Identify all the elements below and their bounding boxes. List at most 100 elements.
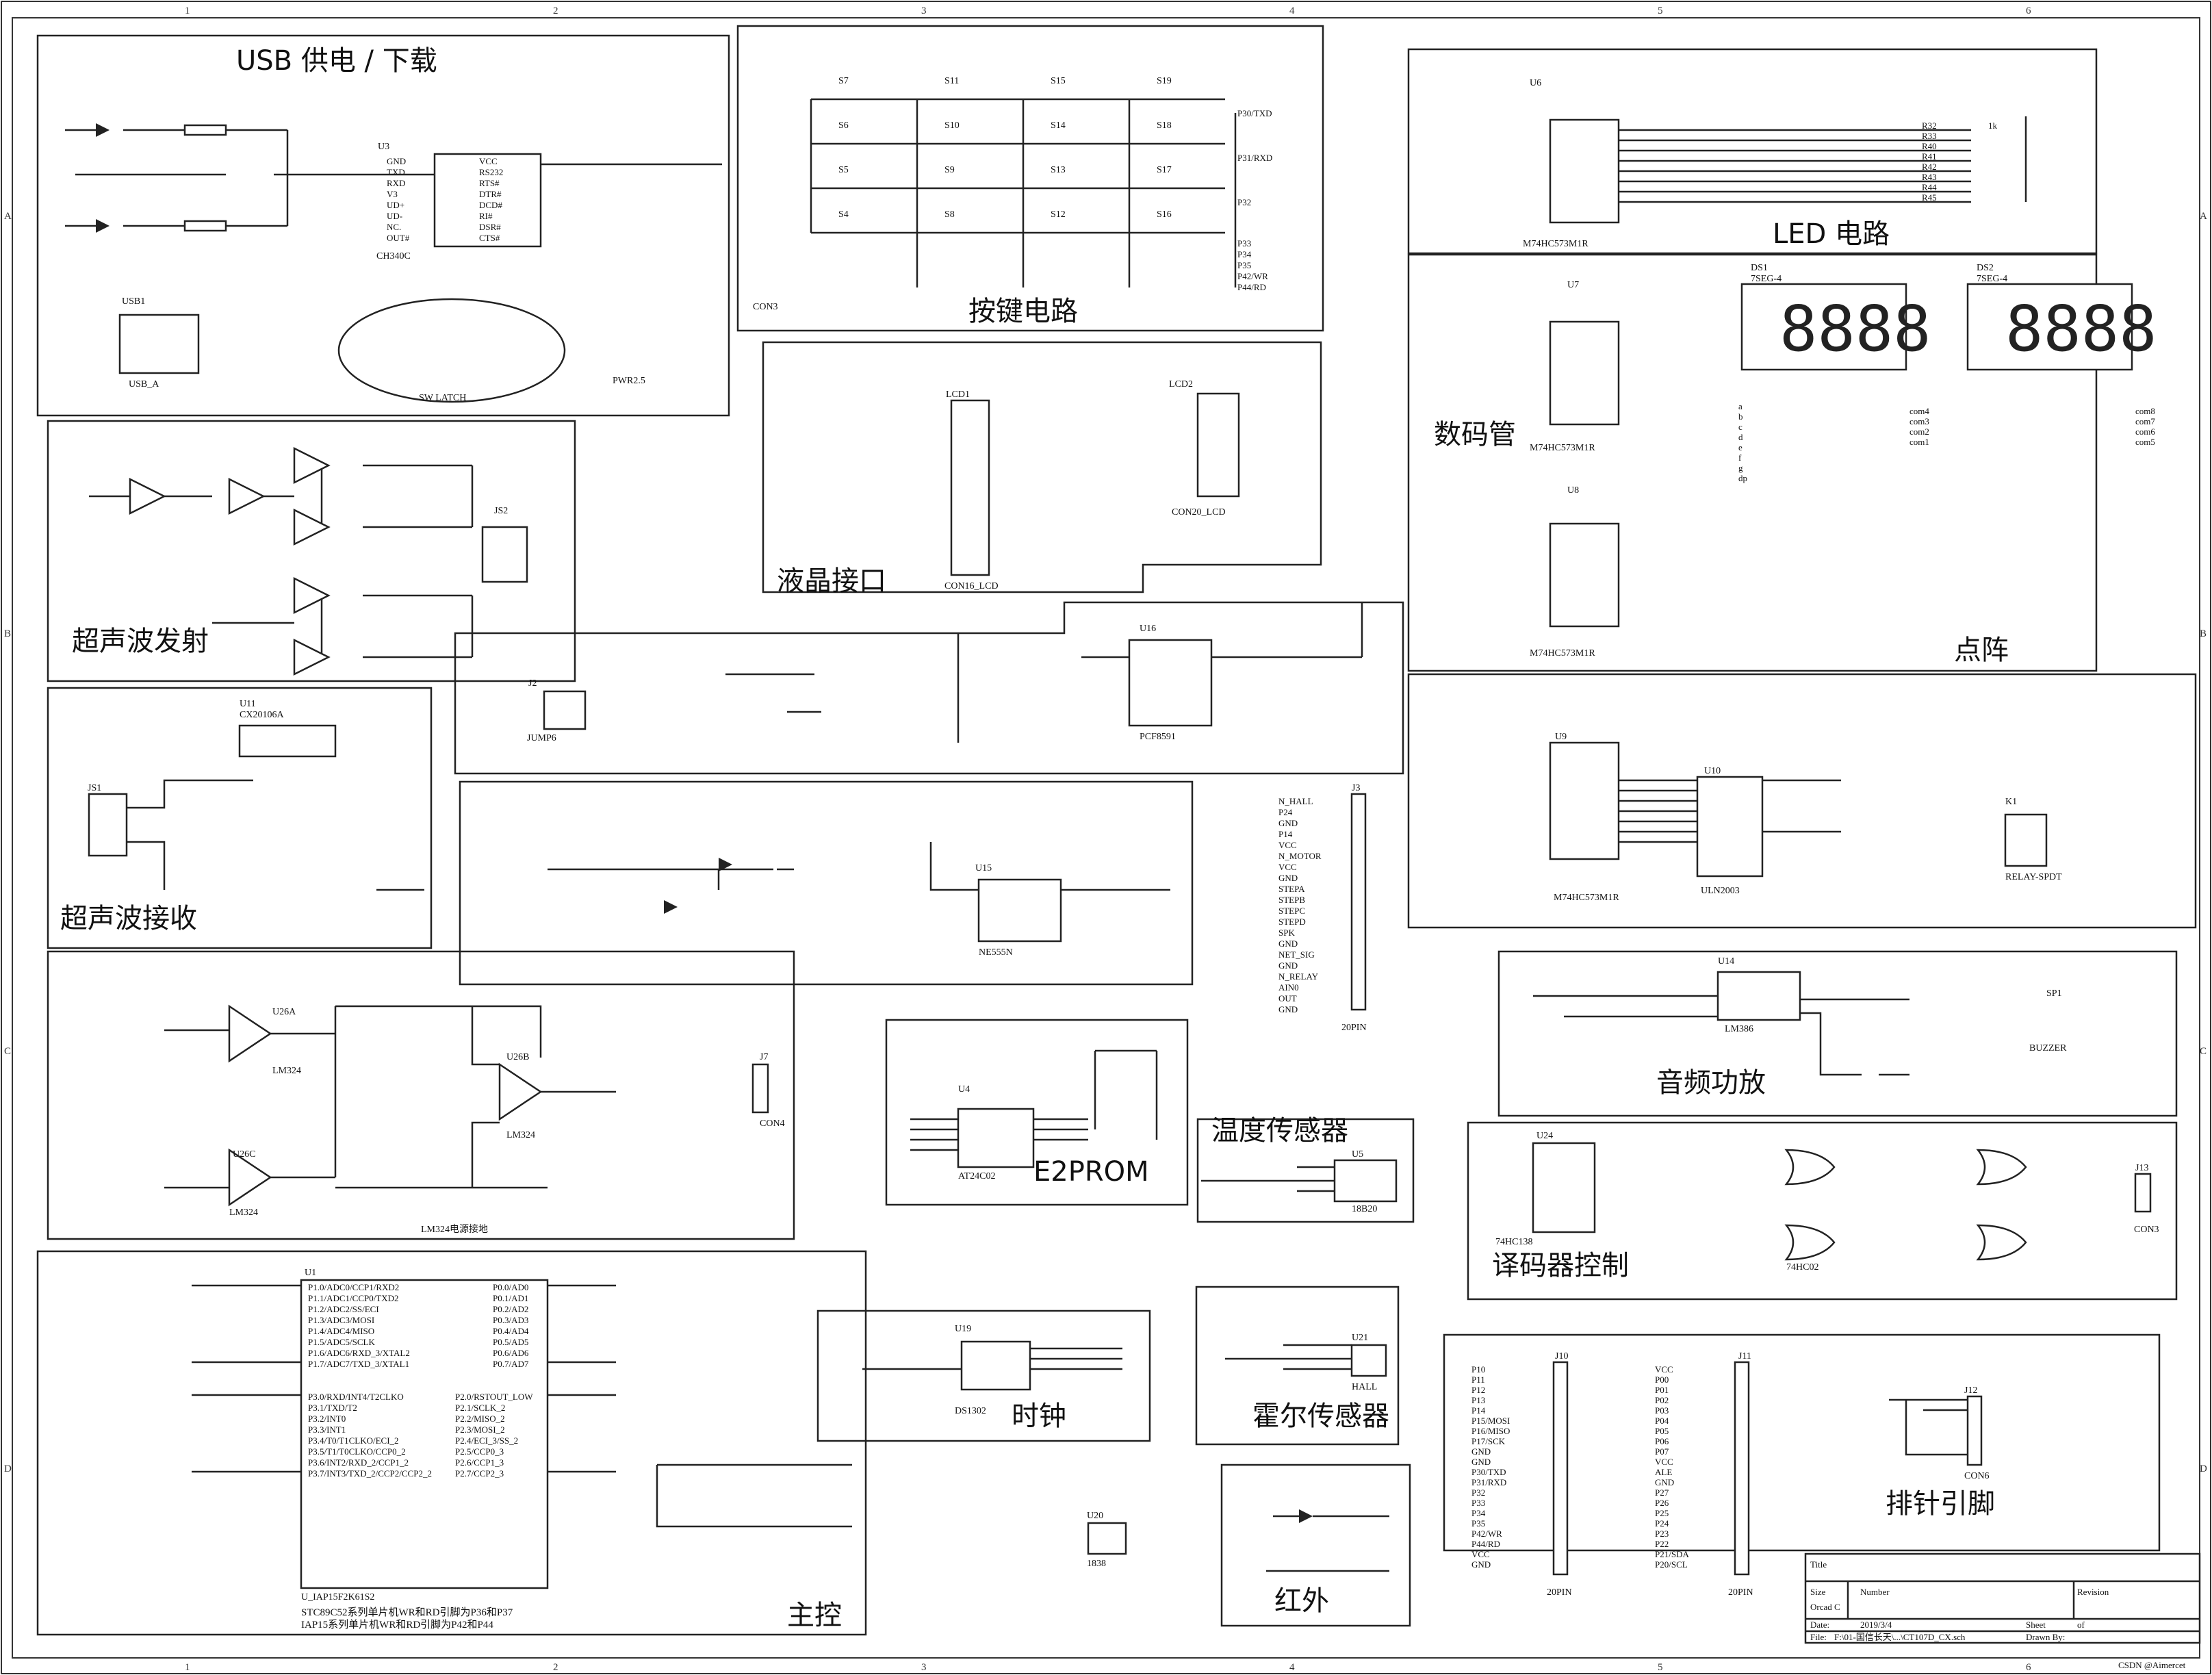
- inverter-u18e: [293, 576, 331, 615]
- inverter-u18c: [228, 477, 266, 515]
- ch340-pin-nc: NC.: [387, 222, 401, 232]
- seg-net-com8: com8: [2135, 406, 2155, 416]
- grid-row-b2: B: [2200, 628, 2207, 639]
- main-wires: [192, 1284, 852, 1528]
- key-row-3: S4 S8 S12 S16: [838, 209, 1172, 220]
- lm324-wires: [164, 1005, 616, 1189]
- u5-part: 18B20: [1352, 1204, 1377, 1214]
- j3-pin-11: STEPC: [1278, 906, 1305, 916]
- key-s13: S13: [1051, 165, 1066, 175]
- opamp-u26c: [228, 1148, 272, 1207]
- key-net-p33: P33: [1237, 238, 1251, 248]
- grid-col-4: 4: [1289, 5, 1295, 16]
- mcu-chip: [300, 1279, 549, 1589]
- j12-wires: [1889, 1398, 1968, 1456]
- key-net-p42: P42/WR: [1237, 271, 1268, 281]
- sw-latch-ellipse: [337, 298, 566, 403]
- mcu-pin-p34: P3.4/T0/T1CLKO/ECI_2: [308, 1435, 399, 1446]
- watermark: CSDN @Aimercet: [2118, 1660, 2186, 1670]
- headers-title: 排针引脚: [1886, 1488, 1995, 1520]
- key-s10: S10: [944, 120, 960, 131]
- lcd1-connector: [950, 399, 990, 576]
- j11-pin-3: P01: [1655, 1385, 1669, 1395]
- j10-pin-2: P11: [1471, 1374, 1485, 1385]
- ch340-pin-dsr: DSR#: [479, 222, 501, 232]
- usb-section: USB 供电 / 下载 U3 CH340C GND TXD RXD V3 UD+…: [36, 34, 730, 417]
- grid-row-d2: D: [2200, 1463, 2207, 1474]
- lcd1-part: CON16_LCD: [944, 581, 999, 591]
- us-tx-border: [47, 420, 576, 682]
- led-section-title: LED 电路: [1773, 218, 1890, 250]
- lm324-caption: LM324电源接地: [421, 1223, 488, 1235]
- mcu-pin-p02: P0.2/AD2: [493, 1304, 528, 1314]
- u11-part: CX20106A: [240, 710, 284, 720]
- mcu-pin-p22: P2.2/MISO_2: [455, 1414, 505, 1424]
- sw-latch-label: SW LATCH: [419, 393, 466, 403]
- inverter-u18a: [293, 446, 331, 485]
- lcd2-connector: [1196, 392, 1240, 498]
- key-s9: S9: [944, 165, 955, 175]
- grid-row-d: D: [4, 1463, 12, 1474]
- j13-connector: [2134, 1173, 2152, 1213]
- j3-pin-8: GND: [1278, 873, 1298, 883]
- lcd1-ref: LCD1: [946, 389, 970, 400]
- j11-pin-8: P06: [1655, 1436, 1669, 1446]
- drawn-label: Drawn By:: [2026, 1632, 2065, 1642]
- j3-pin-15: NET_SIG: [1278, 949, 1315, 960]
- headers-border: [1443, 1333, 2161, 1552]
- grid-col-2b: 2: [553, 1662, 558, 1673]
- adc-wires: [725, 602, 1363, 743]
- cx20106-chip: [238, 724, 337, 758]
- lm324-section-border: [47, 950, 795, 1240]
- inverter-u18d: [293, 508, 331, 546]
- decoder-title: 译码器控制: [1492, 1250, 1629, 1281]
- keys-section: 按键电路 S7 S11 S15 S19 S6 S10 S14 S18 S5 S9…: [736, 25, 1324, 332]
- j3-pin-10: STEPB: [1278, 895, 1305, 905]
- key-s8: S8: [944, 209, 955, 220]
- temp-wires: [1201, 1166, 1335, 1192]
- clock-wires: [862, 1347, 1122, 1370]
- u5-ref: U5: [1352, 1149, 1363, 1160]
- uln-section: U9 M74HC573M1R U10 ULN2003 K1 RELAY-SPDT: [1407, 673, 2197, 929]
- u24-ref: U24: [1536, 1131, 1553, 1141]
- j13-ref: J13: [2135, 1163, 2148, 1173]
- j11-pin-19: P21/SDA: [1655, 1549, 1689, 1559]
- u26a-part: LM324: [272, 1066, 301, 1076]
- decoder-border: [1467, 1121, 2178, 1301]
- j10-pin-11: P30/TXD: [1471, 1467, 1506, 1477]
- j10-pin-3: P12: [1471, 1385, 1485, 1395]
- key-s18: S18: [1157, 120, 1172, 131]
- hall-wires: [1225, 1344, 1352, 1370]
- seg-net-f: f: [1738, 452, 1742, 463]
- mcu-pin-p25: P2.5/CCP0_3: [455, 1446, 504, 1457]
- adc-section-border: [454, 601, 1404, 775]
- u26b-ref: U26B: [506, 1052, 529, 1062]
- j3-pin-3: GND: [1278, 818, 1298, 828]
- seg-section-border: [1407, 253, 2098, 672]
- ch340-pin-txd: TXD: [387, 167, 405, 177]
- j3-pin-13: SPK: [1278, 928, 1295, 938]
- pwr-label: PWR2.5: [613, 376, 645, 386]
- u3-ref: U3: [378, 142, 389, 152]
- mcu-pin-p03: P0.3/AD3: [493, 1315, 528, 1325]
- j11-pin-16: P24: [1655, 1518, 1669, 1529]
- led-res-r40: R40: [1922, 141, 1937, 151]
- u16-ref: U16: [1140, 624, 1156, 634]
- mcu-pin-p12: P1.2/ADC2/SS/ECI: [308, 1304, 379, 1314]
- grid-col-4b: 4: [1289, 1662, 1295, 1673]
- grid-col-1b: 1: [185, 1662, 190, 1673]
- u26b-part: LM324: [506, 1130, 535, 1140]
- ne555-border: [459, 780, 1194, 986]
- led-l11-icon: [96, 123, 110, 137]
- matrix-section-title: 点阵: [1954, 635, 2009, 666]
- j10-pin-8: P17/SCK: [1471, 1436, 1506, 1446]
- key-row-2: S5 S9 S13 S17: [838, 165, 1172, 175]
- grid-row-b: B: [4, 628, 11, 639]
- ch340-pin-vcc: VCC: [479, 156, 498, 166]
- audio-border: [1497, 950, 2178, 1117]
- diode-d3-icon: [664, 900, 678, 914]
- j3-pin-16: GND: [1278, 960, 1298, 971]
- led-section-border: [1407, 48, 2098, 255]
- seg-net-com3: com3: [1909, 416, 1929, 426]
- ds1302-chip: [960, 1340, 1031, 1391]
